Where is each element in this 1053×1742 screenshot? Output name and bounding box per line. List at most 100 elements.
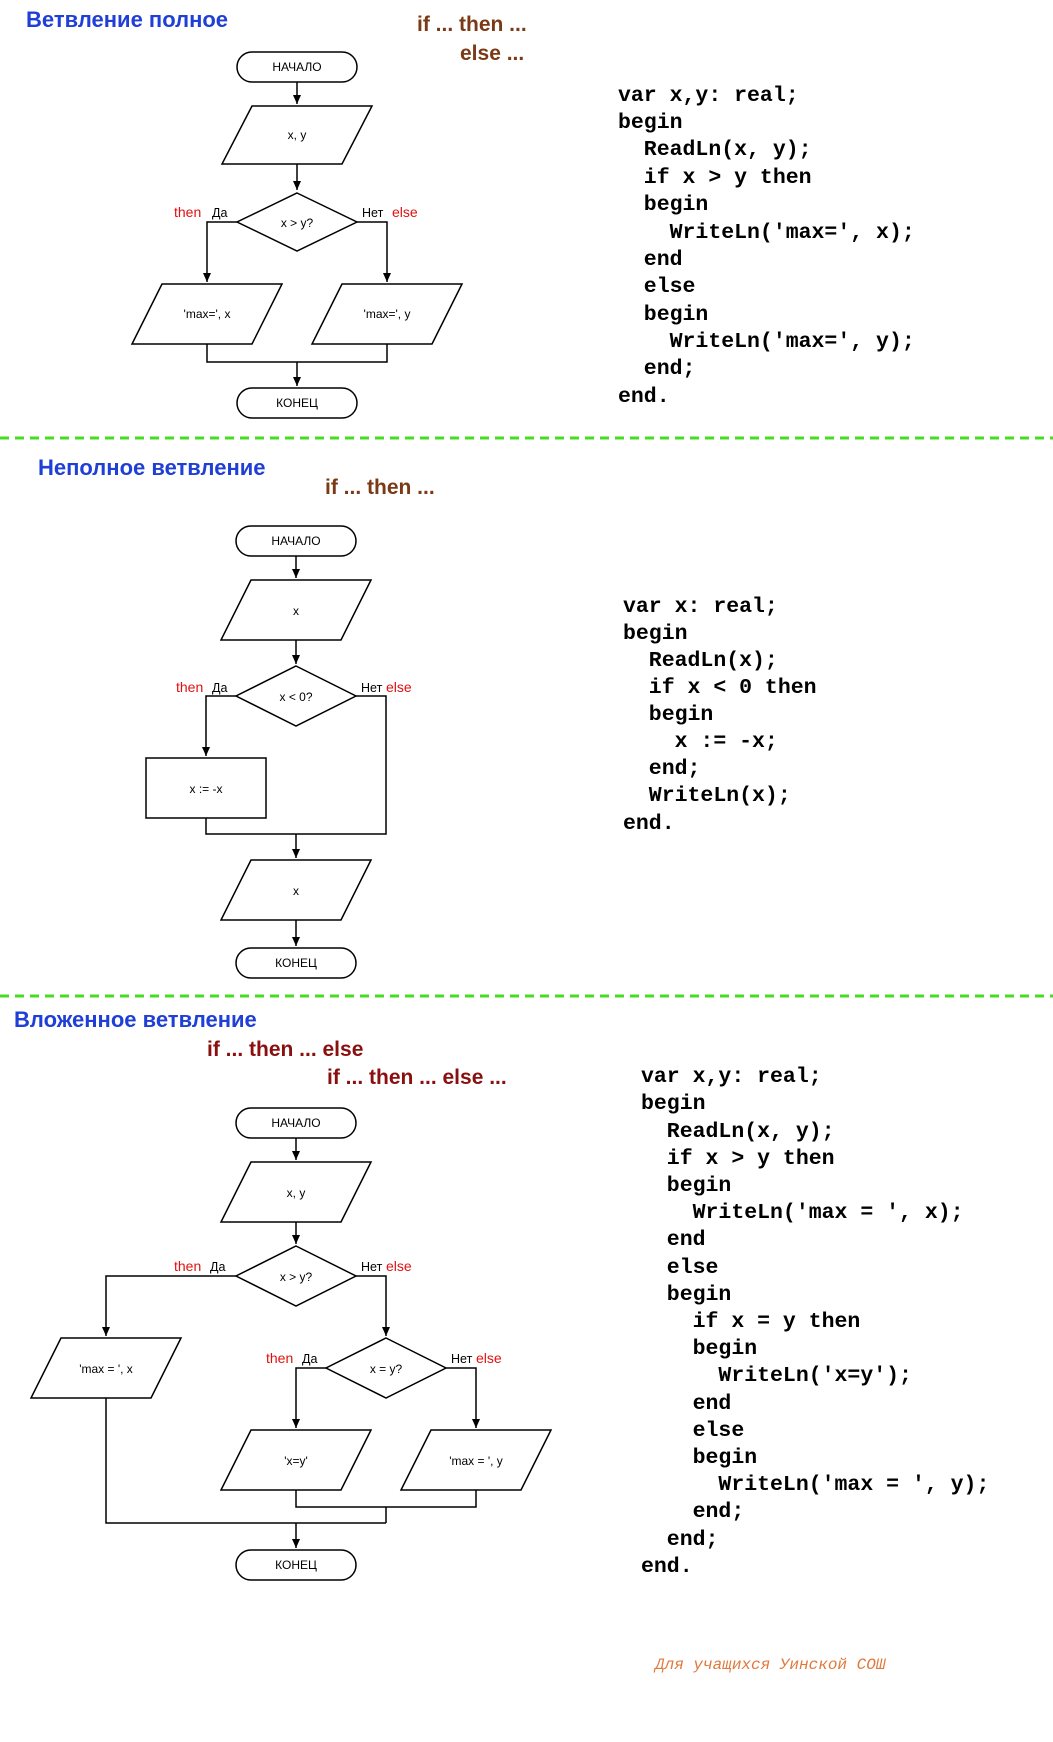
no-label: Нет bbox=[361, 1260, 383, 1274]
code-line: end bbox=[641, 1392, 731, 1416]
no-label: Нет bbox=[362, 206, 384, 220]
then-label: then bbox=[176, 679, 203, 695]
section-nested-branching: Вложенное ветвление if ... then ... else… bbox=[14, 1007, 989, 1581]
code-line: begin bbox=[641, 1174, 731, 1198]
code-line: end; bbox=[618, 357, 695, 381]
code-line: WriteLn(x); bbox=[623, 784, 791, 808]
merge-line bbox=[206, 344, 388, 363]
then-label: then bbox=[266, 1350, 293, 1366]
code-line: else bbox=[641, 1256, 718, 1280]
code-line: end. bbox=[623, 812, 675, 836]
section-heading: Неполное ветвление bbox=[38, 455, 266, 480]
output-no-parallelogram bbox=[310, 283, 464, 345]
end-terminator bbox=[236, 387, 358, 419]
code-line: WriteLn('max=', y); bbox=[618, 330, 915, 354]
no-label: Нет bbox=[451, 1352, 473, 1366]
code-line: if x > y then bbox=[618, 166, 812, 190]
code-line: end. bbox=[618, 385, 670, 409]
code-line: begin bbox=[641, 1337, 757, 1361]
then-label: then bbox=[174, 1258, 201, 1274]
output-yes-label: 'max=', x bbox=[184, 307, 231, 321]
footer-note: Для учащихся Уинской СОШ bbox=[653, 1656, 887, 1674]
end-label: КОНЕЦ bbox=[276, 396, 318, 410]
output-2-label: 'x=y' bbox=[284, 1454, 308, 1468]
input-parallelogram bbox=[220, 105, 374, 165]
keyword-line: if ... then ... bbox=[325, 476, 435, 499]
code-line: if x < 0 then bbox=[623, 676, 817, 700]
keyword-line: if ... then ... else ... bbox=[327, 1066, 507, 1089]
condition-diamond bbox=[234, 665, 358, 727]
section-incomplete-branching: Неполное ветвление if ... then ... НАЧАЛ… bbox=[38, 455, 817, 979]
code-line: var x,y: real; bbox=[618, 84, 799, 108]
condition-diamond-1 bbox=[234, 1245, 358, 1307]
end-label: КОНЕЦ bbox=[275, 956, 317, 970]
flow-arrow-no bbox=[357, 221, 391, 282]
else-label: else bbox=[386, 1258, 412, 1274]
code-line: end; bbox=[623, 757, 700, 781]
no-label: Нет bbox=[361, 681, 383, 695]
condition-label: x > y? bbox=[281, 216, 314, 230]
code-line: ReadLn(x, y); bbox=[618, 138, 812, 162]
condition-1-label: x > y? bbox=[280, 1270, 313, 1284]
code-line: begin bbox=[618, 111, 683, 135]
code-line: x := -x; bbox=[623, 730, 778, 754]
yes-label: Да bbox=[302, 1352, 317, 1366]
input-parallelogram bbox=[219, 579, 373, 641]
code-line: begin bbox=[641, 1283, 731, 1307]
yes-label: Да bbox=[212, 206, 227, 220]
code-line: end. bbox=[641, 1555, 693, 1579]
start-label: НАЧАЛО bbox=[272, 60, 321, 74]
condition-diamond bbox=[235, 192, 359, 252]
input-label: x bbox=[293, 604, 299, 618]
process-label: x := -x bbox=[189, 782, 222, 796]
keyword-line: else ... bbox=[460, 42, 524, 65]
end-label: КОНЕЦ bbox=[275, 1558, 317, 1572]
flow-line-no bbox=[296, 695, 387, 835]
code-line: var x,y: real; bbox=[641, 1065, 822, 1089]
section-heading: Вложенное ветвление bbox=[14, 1007, 257, 1032]
code-line: var x: real; bbox=[623, 595, 778, 619]
code-listing: var x,y: real; begin ReadLn(x, y); if x … bbox=[618, 84, 915, 409]
code-line: begin bbox=[618, 303, 708, 327]
input-label: x, y bbox=[287, 1186, 306, 1200]
code-line: begin bbox=[618, 193, 708, 217]
code-line: if x > y then bbox=[641, 1147, 835, 1171]
else-label: else bbox=[386, 679, 412, 695]
merge-line bbox=[205, 818, 296, 835]
code-line: end; bbox=[641, 1528, 718, 1552]
output-2-parallelogram bbox=[219, 1429, 373, 1491]
code-line: end bbox=[618, 248, 683, 272]
else-label: else bbox=[476, 1350, 502, 1366]
end-terminator bbox=[235, 1549, 357, 1581]
start-label: НАЧАЛО bbox=[271, 1116, 320, 1130]
output-1-parallelogram bbox=[29, 1337, 183, 1399]
yes-label: Да bbox=[212, 681, 227, 695]
code-listing: var x,y: real; begin ReadLn(x, y); if x … bbox=[641, 1065, 989, 1579]
yes-label: Да bbox=[210, 1260, 225, 1274]
flow-arrow-no bbox=[356, 1275, 390, 1336]
output-no-label: 'max=', y bbox=[364, 307, 411, 321]
flow-arrow-yes bbox=[203, 221, 237, 282]
code-line: WriteLn('max = ', x); bbox=[641, 1201, 964, 1225]
output-label: x bbox=[293, 884, 299, 898]
code-line: ReadLn(x, y); bbox=[641, 1120, 835, 1144]
keyword-line: if ... then ... else bbox=[207, 1038, 363, 1061]
merge-line-outer bbox=[105, 1398, 386, 1524]
code-line: begin bbox=[641, 1446, 757, 1470]
code-line: begin bbox=[641, 1092, 706, 1116]
flow-arrow-no bbox=[446, 1367, 480, 1428]
code-line: WriteLn('max = ', y); bbox=[641, 1473, 989, 1497]
code-line: else bbox=[618, 275, 695, 299]
end-terminator bbox=[235, 947, 357, 979]
flow-arrow-yes bbox=[102, 1275, 236, 1336]
code-listing: var x: real; begin ReadLn(x); if x < 0 t… bbox=[623, 595, 817, 836]
code-line: end; bbox=[641, 1500, 744, 1524]
then-label: then bbox=[174, 204, 201, 220]
output-3-parallelogram bbox=[399, 1429, 553, 1491]
condition-label: x < 0? bbox=[279, 690, 312, 704]
code-line: begin bbox=[623, 622, 688, 646]
output-parallelogram bbox=[219, 859, 373, 921]
start-label: НАЧАЛО bbox=[271, 534, 320, 548]
else-label: else bbox=[392, 204, 418, 220]
